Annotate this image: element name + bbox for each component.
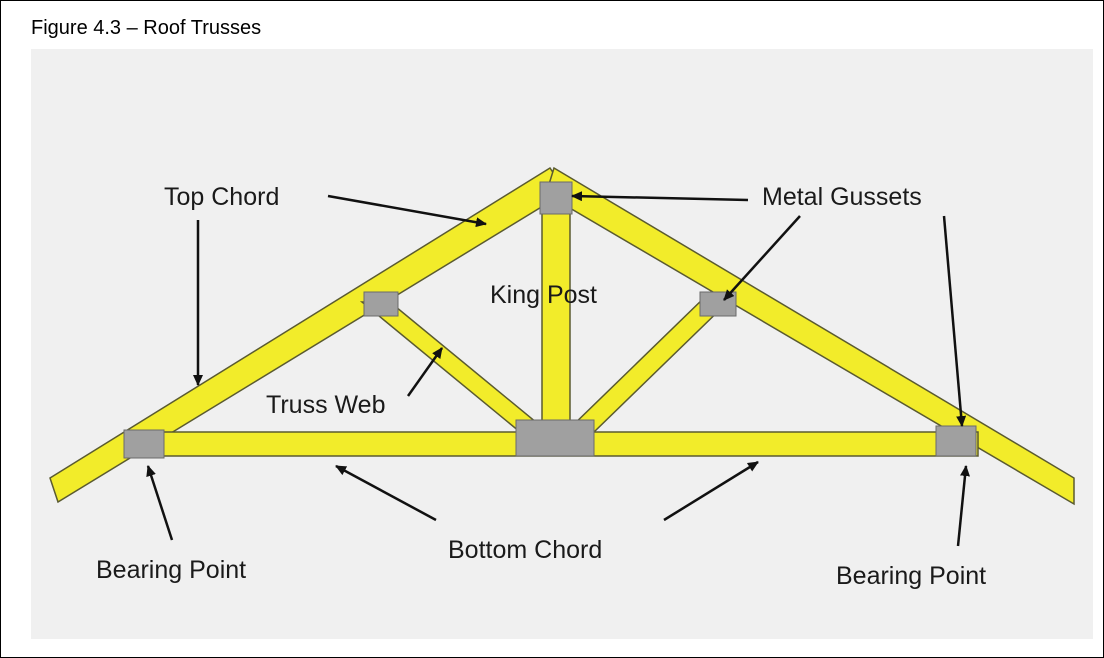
- label-truss-web: Truss Web: [266, 391, 385, 419]
- arrow-bottom-chord-left: [335, 464, 437, 522]
- figure-caption: Figure 4.3 – Roof Trusses: [31, 17, 262, 39]
- label-bottom-chord: Bottom Chord: [448, 536, 602, 564]
- gusset-peak: [539, 181, 573, 215]
- label-bearing-point-right: Bearing Point: [836, 562, 986, 590]
- arrow-top-chord-right: [327, 194, 487, 228]
- left-truss-web: [359, 301, 551, 433]
- arrow-truss-web: [406, 347, 444, 397]
- metal-gussets: [123, 181, 977, 459]
- leader-arrows: [146, 191, 970, 547]
- arrow-gussets-peak: [571, 191, 749, 202]
- label-top-chord: Top Chord: [164, 183, 279, 211]
- arrow-bottom-chord-right: [663, 460, 759, 522]
- arrow-bearing-left: [146, 465, 174, 541]
- truss-members: [49, 166, 1075, 506]
- gusset-right-web: [699, 291, 737, 317]
- label-metal-gussets: Metal Gussets: [762, 183, 922, 211]
- label-king-post: King Post: [490, 281, 597, 309]
- arrow-gussets-web: [723, 215, 801, 301]
- king-post: [541, 195, 571, 433]
- gusset-left-bearing: [123, 429, 165, 459]
- label-bearing-point-left: Bearing Point: [96, 556, 246, 584]
- gusset-center: [515, 419, 595, 457]
- gusset-right-bearing: [935, 425, 977, 457]
- gusset-left-web: [363, 291, 399, 317]
- arrow-bearing-right: [956, 465, 970, 547]
- arrow-gussets-bearing: [942, 215, 967, 427]
